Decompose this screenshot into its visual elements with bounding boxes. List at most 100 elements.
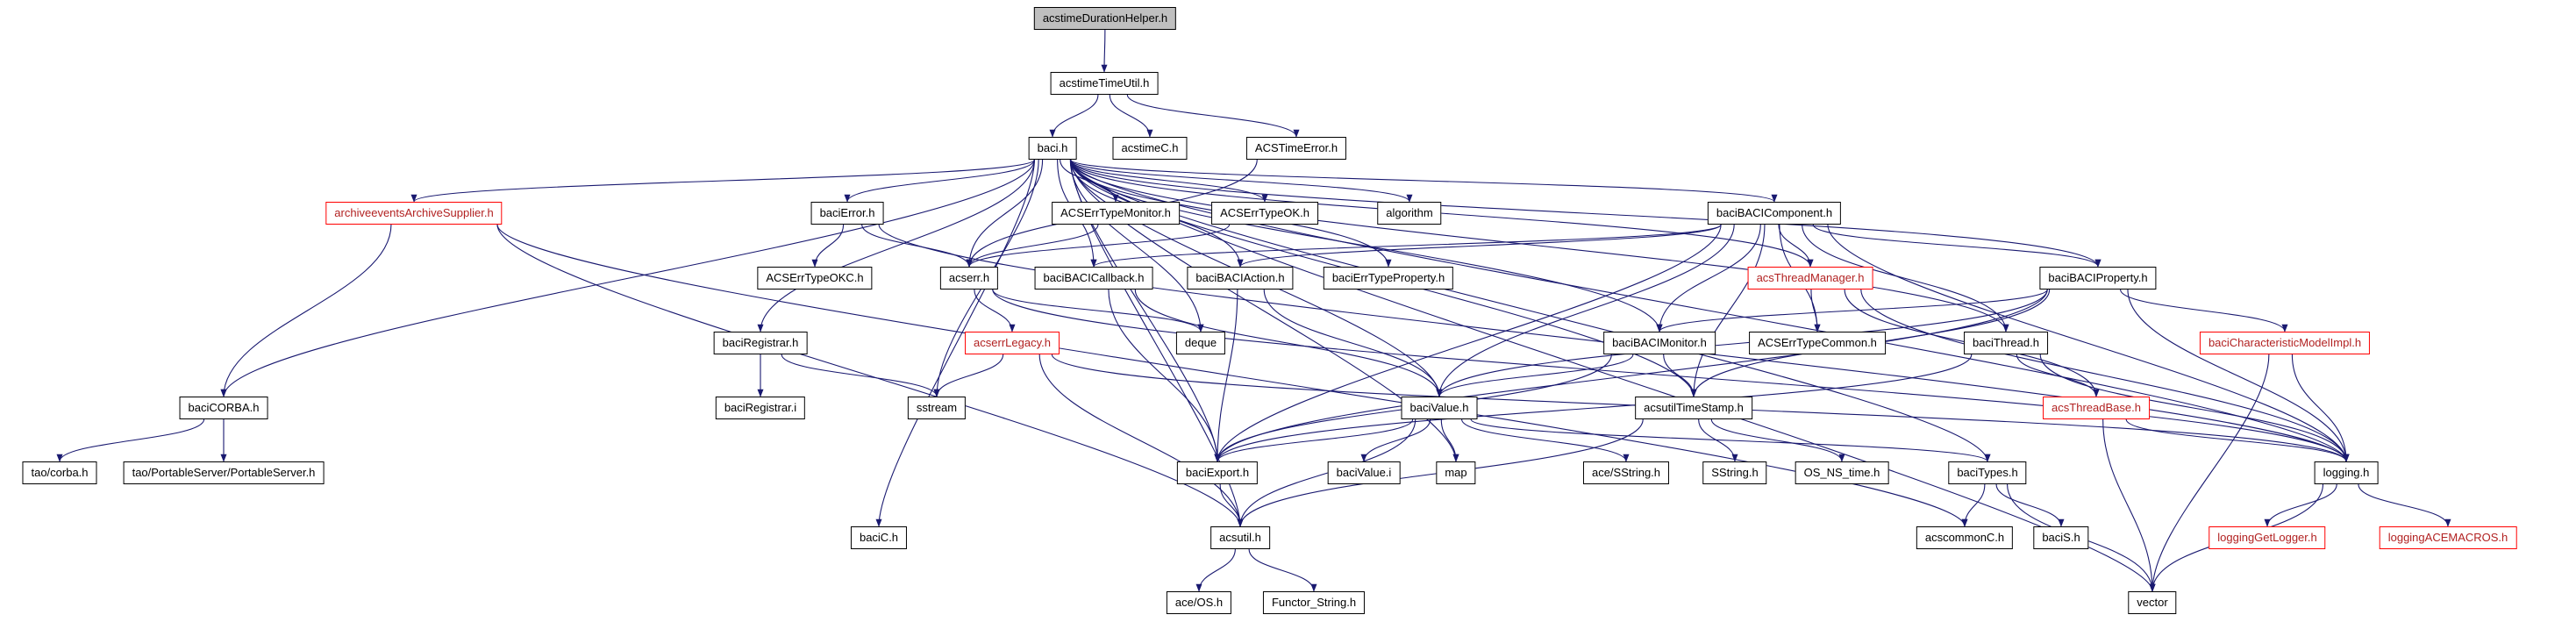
graph-node-baciregistrar-i[interactable]: baciRegistrar.i <box>715 397 806 419</box>
graph-edge <box>2125 418 2350 462</box>
graph-node-os-ns-time-h[interactable]: OS_NS_time.h <box>1795 461 1889 484</box>
graph-edge <box>1698 418 1738 462</box>
graph-edge <box>1070 159 1991 462</box>
graph-node-acserrtypecommon-h[interactable]: ACSErrTypeCommon.h <box>1749 332 1886 354</box>
graph-node-acserrtypeokc-h[interactable]: ACSErrTypeOKC.h <box>757 267 873 290</box>
graph-node-acscommonc-h[interactable]: acscommonC.h <box>1916 526 2014 549</box>
graph-edge <box>1812 224 2101 268</box>
graph-node-acsthreadmanager-h[interactable]: acsThreadManager.h <box>1747 267 1873 290</box>
graph-node-bacis-h[interactable]: baciS.h <box>2033 526 2089 549</box>
graph-node-loggingacemacros-h[interactable]: loggingACEMACROS.h <box>2379 526 2517 549</box>
graph-node-acserr-h[interactable]: acserr.h <box>939 267 999 290</box>
graph-node-sstring-h[interactable]: SString.h <box>1702 461 1767 484</box>
graph-edge <box>966 224 1099 268</box>
graph-edge <box>1360 418 1431 462</box>
graph-edge <box>1069 159 1204 332</box>
graph-node-vector[interactable]: vector <box>2128 591 2177 614</box>
graph-node-acserrtypeok-h[interactable]: ACSErrTypeOK.h <box>1211 202 1318 225</box>
graph-edge <box>1656 289 2048 332</box>
graph-node-functor-string-h[interactable]: Functor_String.h <box>1262 591 1366 614</box>
graph-node-bacierrtypeproperty-h[interactable]: baciErrTypeProperty.h <box>1323 267 1454 290</box>
graph-node-acsutiltimestamp-h[interactable]: acsutilTimeStamp.h <box>1635 397 1752 419</box>
graph-edge <box>1440 418 1459 462</box>
graph-edge <box>1710 418 1845 462</box>
graph-edge <box>1070 159 1413 203</box>
graph-node-ace-sstring-h[interactable]: ace/SString.h <box>1582 461 1670 484</box>
graph-edge <box>844 159 1035 203</box>
graph-edge <box>1038 354 1244 527</box>
graph-node-bacitypes-h[interactable]: baciTypes.h <box>1948 461 2027 484</box>
graph-edge <box>2016 354 2100 397</box>
graph-edge <box>1070 159 2101 268</box>
graph-edge <box>1690 224 1766 397</box>
graph-edge <box>2358 483 2451 527</box>
graph-edge <box>1827 224 2350 462</box>
graph-edge <box>1663 354 1697 397</box>
graph-edge <box>1219 483 1244 527</box>
graph-edge <box>1070 159 1778 203</box>
graph-node-acserrtypemonitor-h[interactable]: ACSErrTypeMonitor.h <box>1052 202 1180 225</box>
graph-node-bacicharacteristicmodelimpl-h[interactable]: baciCharacteristicModelImpl.h <box>2199 332 2371 354</box>
graph-node-acstimedurationhelper-h[interactable]: acstimeDurationHelper.h <box>1033 7 1177 30</box>
graph-edge <box>875 159 1035 527</box>
graph-edge <box>1101 29 1108 73</box>
graph-node-baci-h[interactable]: baci.h <box>1028 137 1077 160</box>
graph-node-ace-os-h[interactable]: ace/OS.h <box>1166 591 1232 614</box>
graph-edge <box>1263 289 1443 397</box>
graph-edge <box>1070 159 2009 332</box>
graph-node-tao-corba-h[interactable]: tao/corba.h <box>22 461 97 484</box>
graph-node-baciexport-h[interactable]: baciExport.h <box>1176 461 1259 484</box>
graph-edge <box>992 289 2350 462</box>
graph-edge <box>1470 418 1991 462</box>
graph-node-deque[interactable]: deque <box>1175 332 1226 354</box>
graph-edge <box>2127 289 2350 462</box>
graph-node-acstimetimeutil-h[interactable]: acstimeTimeUtil.h <box>1050 72 1159 95</box>
graph-node-logginggetlogger-h[interactable]: loggingGetLogger.h <box>2209 526 2326 549</box>
graph-node-acstimec-h[interactable]: acstimeC.h <box>1112 137 1188 160</box>
graph-edge <box>1108 289 1221 462</box>
graph-edge <box>1126 94 1300 138</box>
graph-node-bacierror-h[interactable]: baciError.h <box>810 202 884 225</box>
graph-node-baciregistrar-h[interactable]: baciRegistrar.h <box>713 332 808 354</box>
graph-edge <box>1436 354 1634 397</box>
graph-edge <box>2039 354 2350 462</box>
graph-node-acserrlegacy-h[interactable]: acserrLegacy.h <box>965 332 1060 354</box>
graph-node-tao-portableserver-portableserver-h[interactable]: tao/PortableServer/PortableServer.h <box>123 461 325 484</box>
graph-node-archiveeventsarchivesupplier-h[interactable]: archiveeventsArchiveSupplier.h <box>325 202 503 225</box>
graph-edge <box>1070 159 2350 462</box>
graph-node-bacibacicomponent-h[interactable]: baciBACIComponent.h <box>1707 202 1842 225</box>
graph-edge <box>966 159 1044 268</box>
graph-node-acsutil-h[interactable]: acsutil.h <box>1210 526 1270 549</box>
graph-node-bacibaciaction-h[interactable]: baciBACIAction.h <box>1187 267 1294 290</box>
graph-node-bacibacicallback-h[interactable]: baciBACICallback.h <box>1034 267 1153 290</box>
graph-edge <box>2120 289 2288 332</box>
graph-edge <box>1214 354 1973 462</box>
graph-edge <box>861 224 973 268</box>
graph-node-acstimeerror-h[interactable]: ACSTimeError.h <box>1245 137 1347 160</box>
graph-edge <box>811 224 845 268</box>
graph-node-bacivalue-h[interactable]: baciValue.h <box>1401 397 1478 419</box>
graph-edge <box>1214 224 1722 462</box>
graph-edge <box>1860 289 2350 462</box>
graph-node-bacivalue-i[interactable]: baciValue.i <box>1327 461 1401 484</box>
graph-edge <box>1090 224 1722 268</box>
graph-edge <box>1214 418 1414 462</box>
graph-edge <box>992 289 1204 332</box>
graph-node-acsthreadbase-h[interactable]: acsThreadBase.h <box>2043 397 2150 419</box>
graph-node-bacibaciproperty-h[interactable]: baciBACIProperty.h <box>2039 267 2157 290</box>
graph-node-bacicorba-h[interactable]: baciCORBA.h <box>179 397 268 419</box>
graph-node-logging-h[interactable]: logging.h <box>2314 461 2379 484</box>
graph-edge <box>1237 224 1722 268</box>
graph-node-bacithread-h[interactable]: baciThread.h <box>1964 332 2048 354</box>
graph-edge <box>496 224 1244 527</box>
graph-node-bacic-h[interactable]: baciC.h <box>850 526 908 549</box>
graph-edge <box>1961 483 1986 527</box>
graph-node-map[interactable]: map <box>1436 461 1476 484</box>
graph-edge <box>1656 224 1761 332</box>
graph-edge <box>1214 289 1238 462</box>
graph-node-bacibacimonitor-h[interactable]: baciBACIMonitor.h <box>1603 332 1716 354</box>
graph-node-algorithm[interactable]: algorithm <box>1377 202 1442 225</box>
graph-node-sstream[interactable]: sstream <box>907 397 967 419</box>
